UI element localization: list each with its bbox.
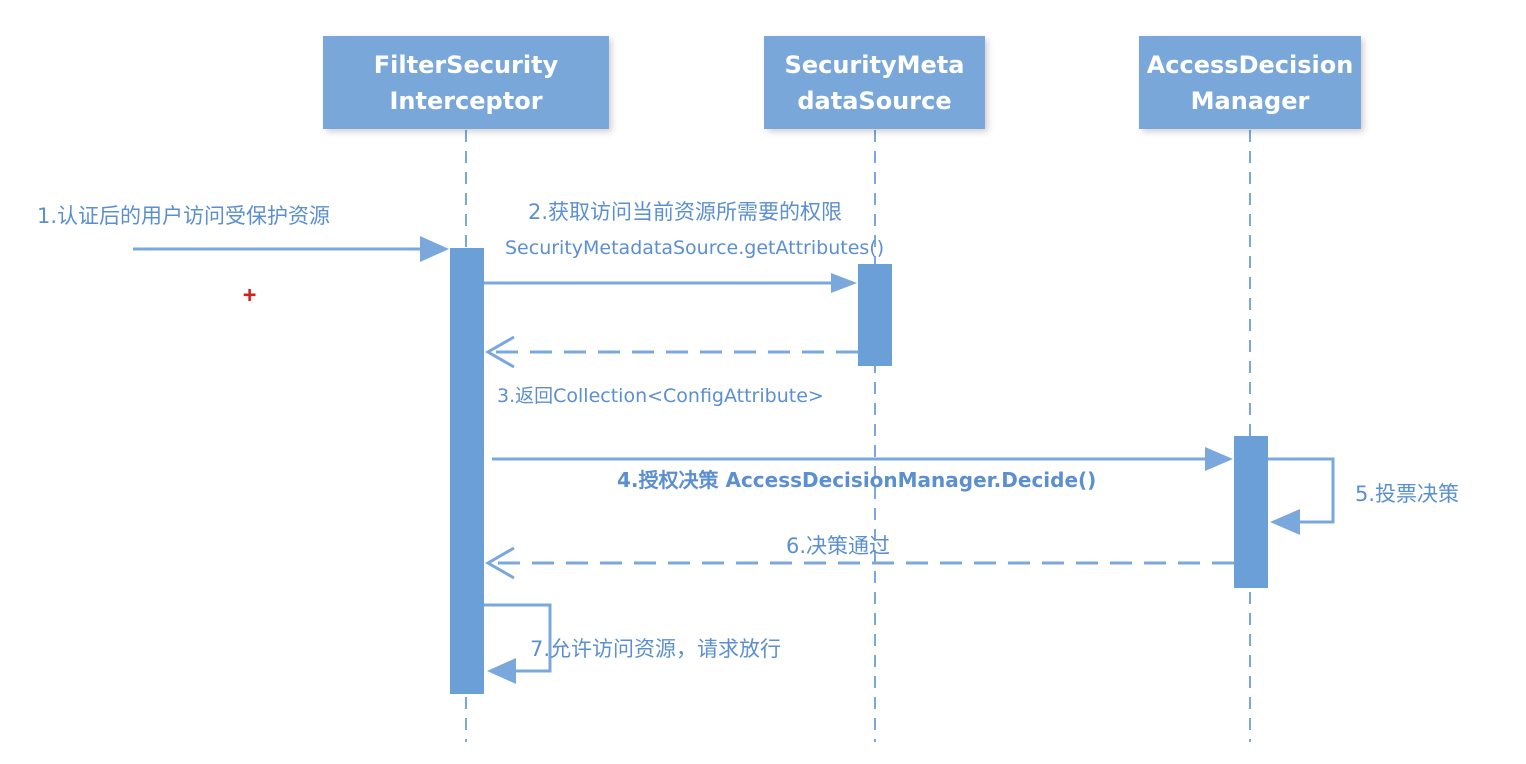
message-6-label: 6.决策通过 [786, 534, 891, 558]
activation-bar-interceptor [450, 248, 484, 694]
message-5-self-arrow [1268, 457, 1335, 535]
message-3-label: 3.返回Collection<ConfigAttribute> [497, 385, 824, 407]
message-7-label: 7.允许访问资源，请求放行 [530, 637, 782, 661]
lifeline-box-access-decision-manager: AccessDecision Manager [1139, 36, 1361, 129]
lifeline-box-security-metadata-source: SecurityMeta dataSource [764, 36, 985, 129]
message-3-return-arrow [484, 335, 858, 369]
plus-cursor-icon: + [243, 283, 257, 308]
lifeline-box-filter-security-interceptor: FilterSecurity Interceptor [323, 36, 609, 129]
lifeline-label: FilterSecurity Interceptor [373, 50, 559, 115]
message-2-arrow [484, 273, 857, 293]
message-6-return-arrow [484, 546, 1234, 580]
message-2-label-line2: SecurityMetadataSource.getAttributes() [505, 237, 885, 259]
message-4-arrow [492, 447, 1233, 471]
message-1-arrow [133, 236, 449, 262]
message-7-self-arrow [484, 603, 552, 684]
message-2-label-line1: 2.获取访问当前资源所需要的权限 [528, 200, 843, 224]
lifeline-label: AccessDecision Manager [1146, 50, 1354, 115]
message-1-label: 1.认证后的用户访问受保护资源 [37, 204, 331, 228]
message-5-label: 5.投票决策 [1355, 482, 1460, 506]
lifeline-label: SecurityMeta dataSource [784, 50, 965, 115]
message-4-label: 4.授权决策 AccessDecisionManager.Decide() [617, 468, 1097, 492]
activation-bar-metadata-source [858, 264, 892, 366]
activation-bar-decision-manager [1234, 436, 1268, 588]
